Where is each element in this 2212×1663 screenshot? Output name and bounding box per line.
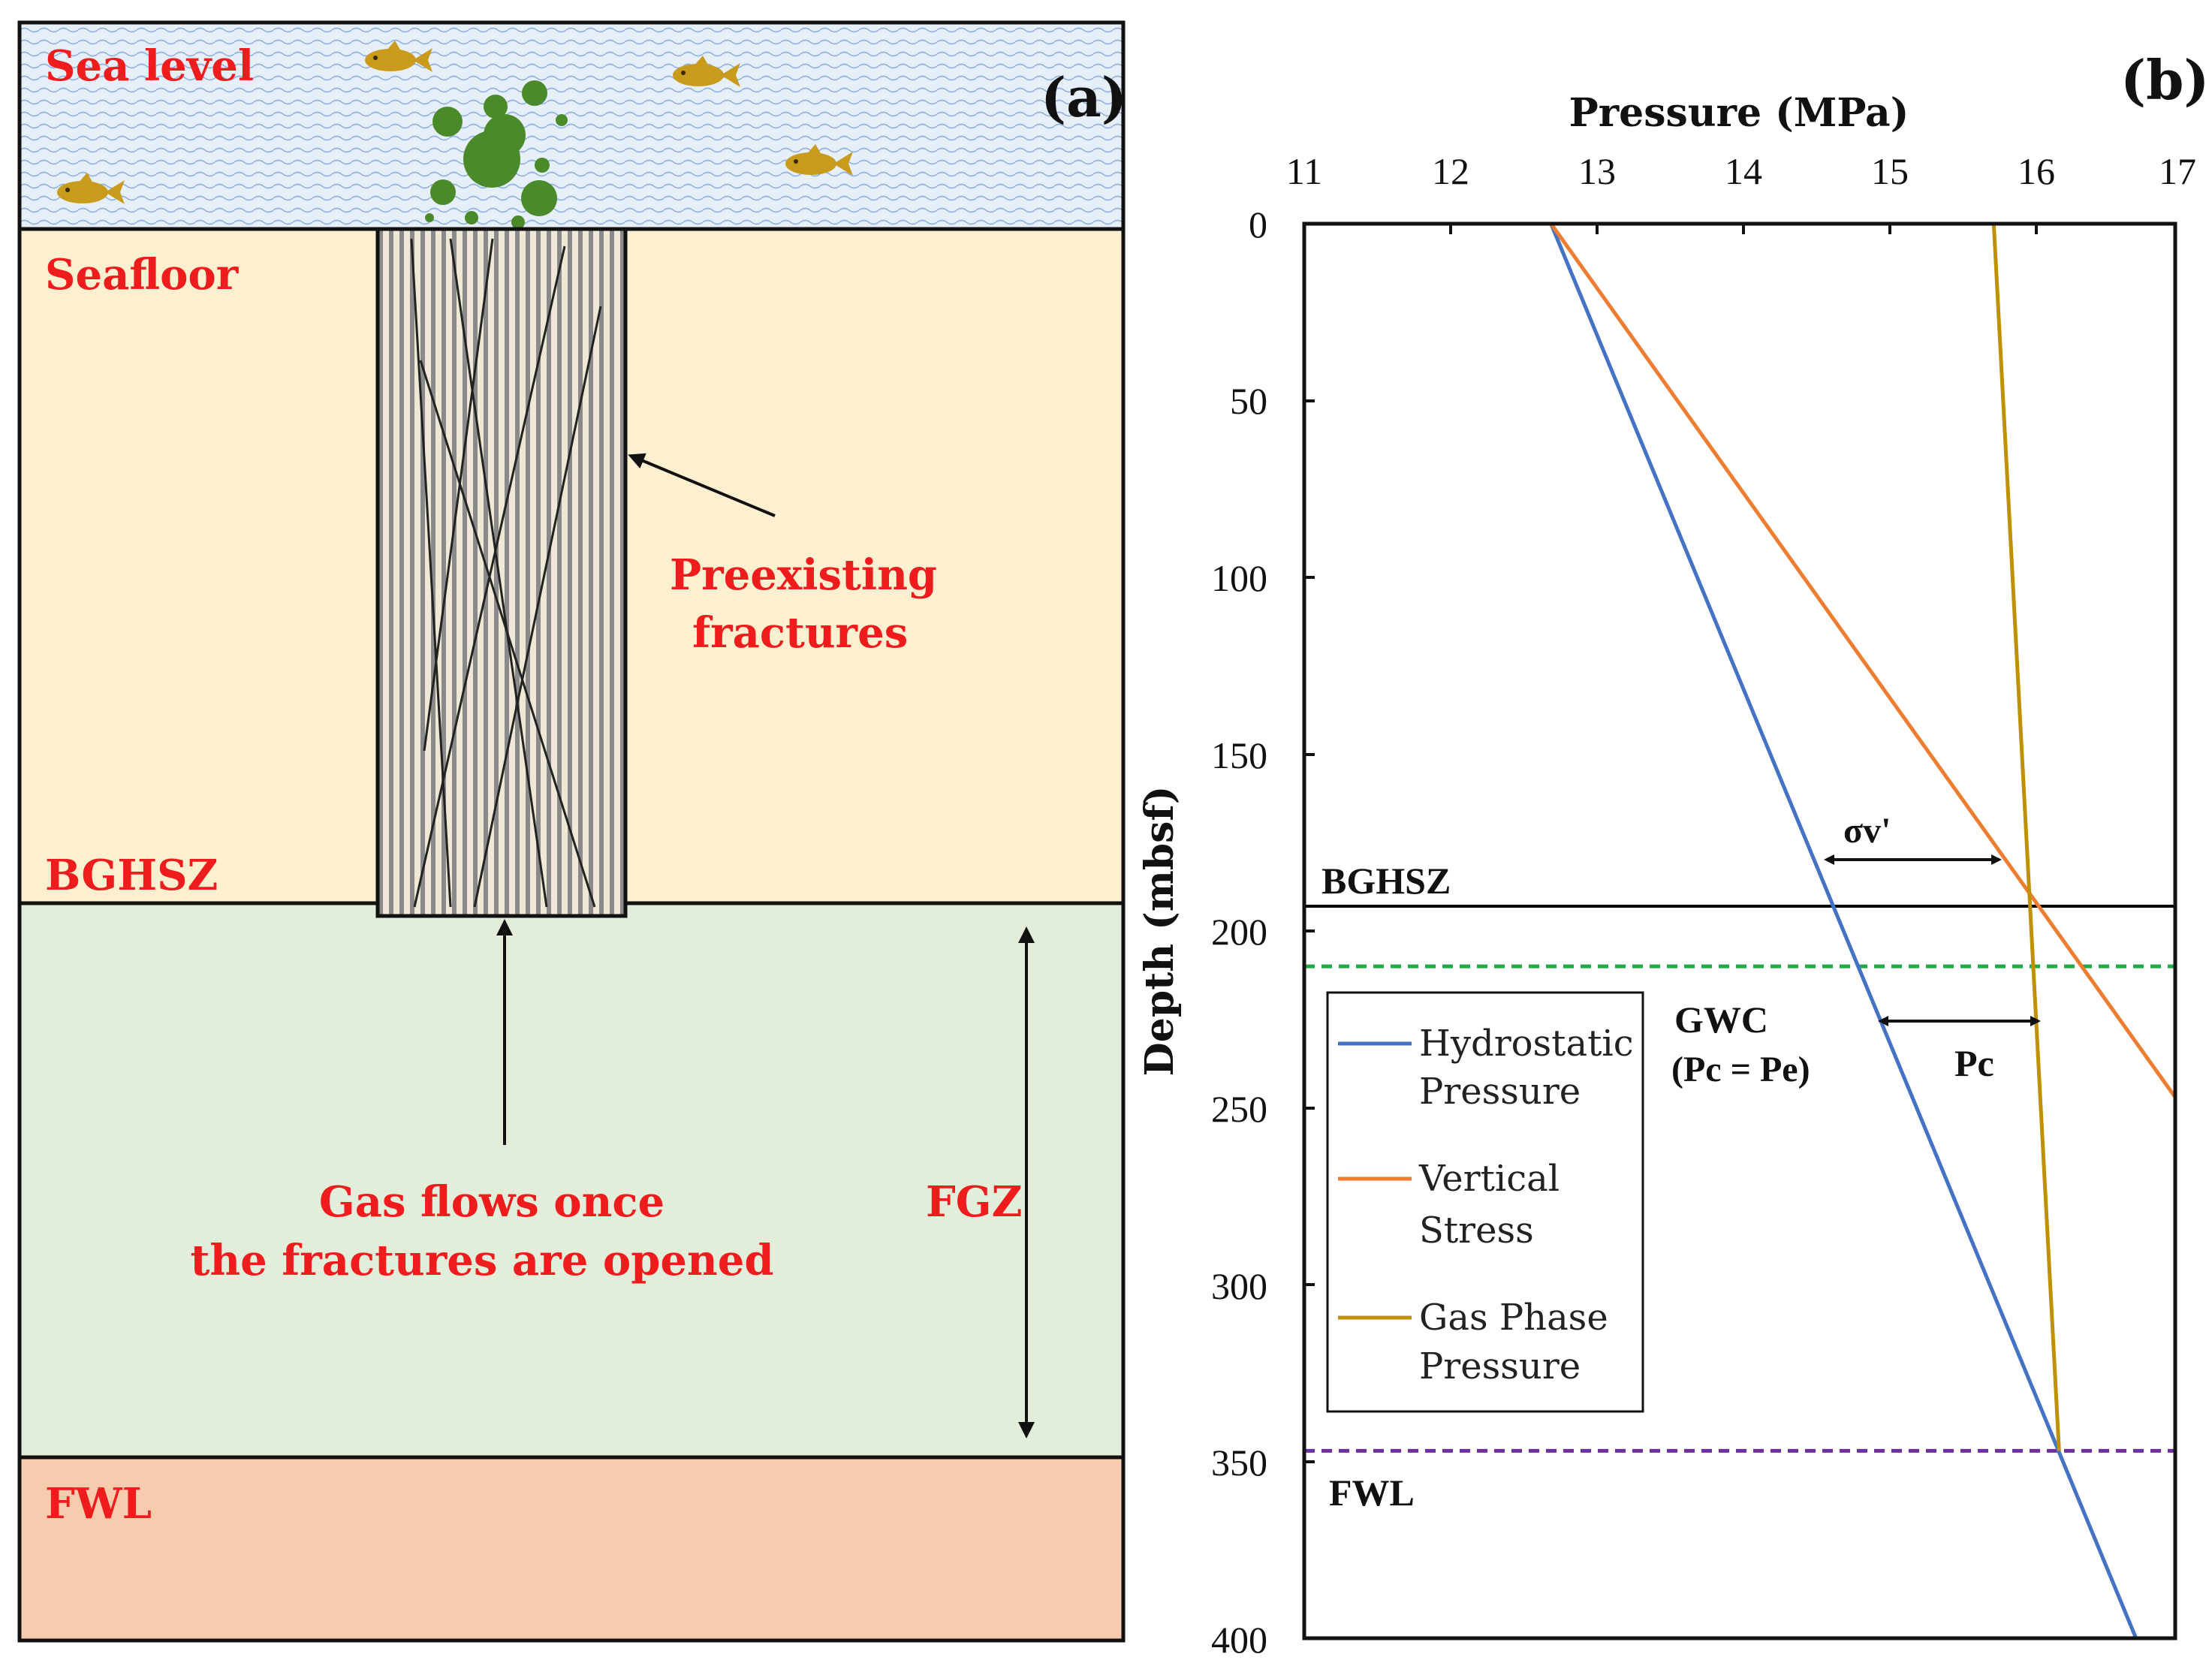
fish-icon bbox=[673, 56, 740, 87]
vertical-stress-line bbox=[1549, 222, 2177, 1098]
pc-pe-label: (Pc = Pe) bbox=[1671, 1050, 1810, 1089]
free-gas-zone-layer bbox=[20, 903, 1123, 1457]
fracture-line bbox=[473, 306, 602, 908]
y-tick-labels: 0 50 100 150 200 250 300 350 400 bbox=[1211, 203, 1267, 1661]
gas-phase-pressure-line bbox=[1991, 223, 2061, 1451]
x-tick-label: 14 bbox=[1725, 150, 1762, 192]
legend-label: Pressure bbox=[1419, 1345, 1581, 1387]
fwl-label-b: FWL bbox=[1329, 1472, 1415, 1514]
y-tick-label: 250 bbox=[1211, 1088, 1267, 1130]
fish-icon bbox=[365, 41, 432, 72]
y-tick-label: 50 bbox=[1230, 380, 1267, 422]
sea-waves bbox=[20, 23, 1123, 229]
sigma-v-label: σv' bbox=[1843, 811, 1891, 851]
y-tick-label: 100 bbox=[1211, 557, 1267, 599]
y-tick-label: 200 bbox=[1211, 911, 1267, 953]
seafloor-label: Seafloor bbox=[45, 250, 240, 300]
x-tick-label: 16 bbox=[2018, 150, 2055, 192]
fractures-label-line1: Preexisting bbox=[670, 550, 937, 600]
plot-area bbox=[1304, 222, 2177, 1639]
hydrostatic-pressure-line bbox=[1549, 223, 2138, 1639]
x-tick-label: 13 bbox=[1578, 150, 1616, 192]
y-tick-label: 0 bbox=[1249, 203, 1267, 246]
pc-label: Pc bbox=[1954, 1042, 1994, 1084]
gas-flow-label-line2: the fractures are opened bbox=[191, 1236, 774, 1285]
fractures-label-line2: fractures bbox=[692, 608, 908, 658]
bghsz-label-b: BGHSZ bbox=[1321, 860, 1451, 902]
fracture-column bbox=[375, 227, 628, 918]
legend-box bbox=[1326, 991, 1644, 1413]
below-fwl-layer bbox=[20, 1457, 1123, 1640]
x-tick-label: 17 bbox=[2159, 150, 2196, 192]
y-tick-label: 350 bbox=[1211, 1442, 1267, 1484]
fgz-label: FGZ bbox=[926, 1177, 1022, 1227]
fracture-line bbox=[410, 238, 452, 908]
legend-label: Pressure bbox=[1419, 1071, 1581, 1113]
fish-icon bbox=[57, 173, 125, 204]
fish-icon bbox=[785, 144, 853, 176]
fracture-line bbox=[449, 238, 548, 908]
plot-frame bbox=[1302, 221, 2177, 1640]
panel-a: (a) Sea level Seafloor BGHSZ FWL FGZ Pre… bbox=[17, 20, 1127, 1643]
panel-b: (b) Pressure (MPa) Depth (mbsf) 11 12 13… bbox=[1137, 48, 2209, 1661]
legend-label: Gas Phase bbox=[1419, 1297, 1608, 1339]
legend-label: Stress bbox=[1419, 1210, 1534, 1252]
legend-label: Vertical bbox=[1418, 1158, 1560, 1200]
y-tick-label: 150 bbox=[1211, 734, 1267, 776]
gas-bubbles-icon bbox=[425, 80, 568, 229]
x-tick-labels: 11 12 13 14 15 16 17 bbox=[1286, 150, 2196, 192]
gas-flow-label-line1: Gas flows once bbox=[319, 1177, 665, 1227]
sea-level-label: Sea level bbox=[45, 41, 254, 91]
y-axis-title: Depth (mbsf) bbox=[1137, 786, 1183, 1077]
legend: Hydrostatic Pressure Vertical Stress Gas… bbox=[1326, 991, 1644, 1413]
fracture-line bbox=[423, 238, 494, 752]
fractures-pointer-arrow bbox=[628, 453, 776, 517]
gwc-label: GWC bbox=[1674, 999, 1768, 1041]
y-tick-label: 300 bbox=[1211, 1265, 1267, 1307]
panel-a-frame bbox=[17, 20, 1126, 1643]
fwl-label-a: FWL bbox=[45, 1479, 152, 1529]
x-axis-title: Pressure (MPa) bbox=[1569, 90, 1909, 136]
panel-a-tag: (a) bbox=[1041, 65, 1127, 129]
x-tick-label: 11 bbox=[1286, 150, 1322, 192]
panel-b-tag: (b) bbox=[2120, 48, 2209, 112]
legend-label: Hydrostatic bbox=[1419, 1023, 1634, 1065]
bghsz-label-a: BGHSZ bbox=[45, 851, 218, 900]
x-tick-label: 15 bbox=[1871, 150, 1909, 192]
y-tick-label: 400 bbox=[1211, 1619, 1267, 1661]
x-tick-label: 12 bbox=[1432, 150, 1469, 192]
